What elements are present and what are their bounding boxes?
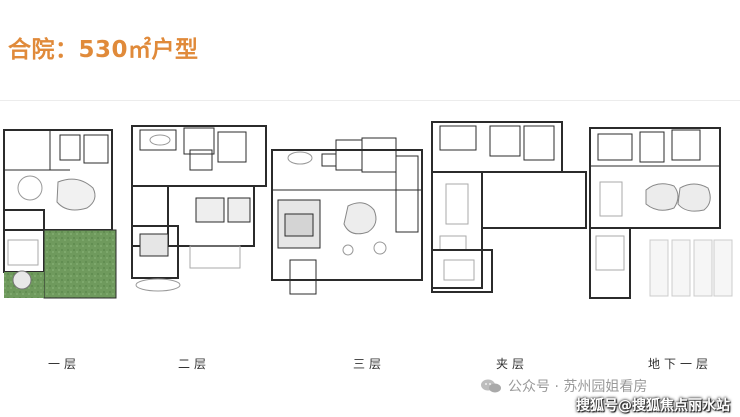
wechat-icon [481, 379, 501, 393]
divider [0, 100, 740, 101]
plan-floor-3 [271, 137, 423, 295]
plan-floor-basement [589, 127, 733, 299]
floor-labels: 一层 二层 三层 夹层 地下一层 [0, 355, 740, 375]
floor-plans [0, 110, 740, 315]
watermark-text: 公众号 · 苏州园姐看房 [508, 379, 648, 395]
floor-label: 三层 [353, 357, 386, 371]
page-title: 合院：530㎡户型 [8, 37, 199, 63]
plan-floor-mezzanine [431, 121, 587, 293]
watermark-source: 搜狐号@搜狐焦点丽水站 [576, 398, 730, 414]
watermark: 公众号 · 苏州园姐看房 [480, 376, 647, 396]
plan-floor-2 [131, 125, 267, 292]
floor-label: 地下一层 [648, 357, 713, 371]
floor-label: 一层 [48, 357, 81, 371]
plan-floor-1 [3, 129, 117, 299]
floor-label: 夹层 [496, 357, 529, 371]
floor-label: 二层 [178, 357, 211, 371]
